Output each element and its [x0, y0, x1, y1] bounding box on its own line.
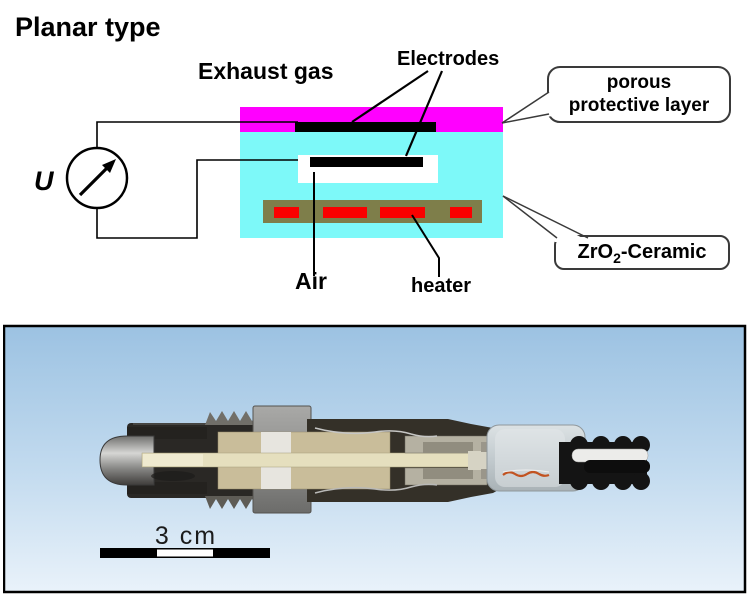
- air-label: Air: [295, 268, 327, 294]
- page-title: Planar type: [15, 12, 161, 42]
- porous-callout-line1: porous: [606, 72, 672, 93]
- heater-element: [274, 207, 299, 218]
- inner-electrode: [310, 157, 423, 167]
- ceramic-holder-upper: [217, 431, 391, 457]
- black-cable: [584, 460, 650, 473]
- voltmeter-needle: [78, 163, 112, 197]
- sensor-cross-section: [99, 405, 650, 514]
- scale-label: 3 cm: [155, 522, 217, 550]
- heater-bar: [263, 200, 482, 223]
- heater-wire-detail: [502, 470, 550, 478]
- zro2-ceramic-callout: ZrO2-Ceramic: [554, 235, 730, 270]
- spring-clip-top: [314, 427, 438, 438]
- sensor-photo: 3 cm: [3, 324, 747, 594]
- outer-electrode: [295, 122, 436, 132]
- sensor-thread-bottom: [205, 496, 258, 509]
- tip-shield-slot: [151, 471, 195, 481]
- porous-callout-tail: [502, 90, 553, 123]
- wire-glint: [502, 469, 550, 473]
- exhaust-gas-label: Exhaust gas: [198, 58, 334, 84]
- porous-layer-callout: porous protective layer: [547, 66, 731, 123]
- ceramic-holder-lower: [217, 465, 391, 490]
- heater-label: heater: [411, 275, 472, 297]
- zro2-callout-text: ZrO: [577, 241, 614, 263]
- heater-element: [450, 207, 472, 218]
- sensing-element-tip: [143, 454, 203, 466]
- porous-callout-tail-edge: [501, 113, 550, 124]
- sensor-thread-top: [205, 411, 258, 425]
- scale-bar: [100, 548, 270, 558]
- voltmeter-needle-arrowhead: [102, 159, 116, 173]
- porous-callout-tail-edge: [501, 91, 550, 124]
- voltmeter-icon: [65, 146, 129, 210]
- boot-highlight: [495, 429, 565, 487]
- spring-clip-bottom: [314, 483, 438, 494]
- heater-element: [323, 207, 367, 218]
- zro2-callout-text: -Ceramic: [620, 241, 707, 263]
- contact-assembly: [404, 435, 499, 486]
- porous-callout-line2: protective layer: [568, 95, 710, 116]
- voltmeter-u-label: U: [34, 166, 54, 196]
- electrodes-label: Electrodes: [397, 48, 500, 70]
- zro2-callout-subscript: 2: [613, 250, 621, 266]
- zro2-callout-tail-edge: [502, 195, 558, 239]
- heater-element: [380, 207, 425, 218]
- zro2-callout-tail-edge: [502, 195, 589, 239]
